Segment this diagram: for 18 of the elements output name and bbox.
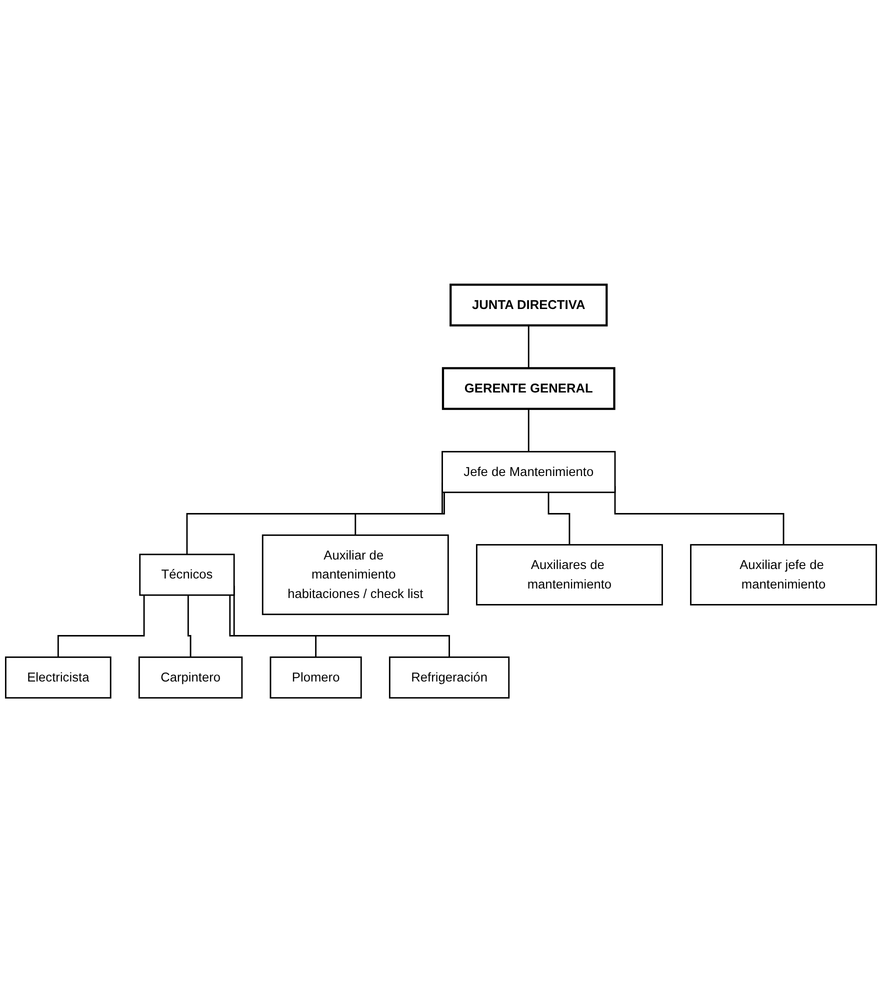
node-box: Electricista bbox=[5, 656, 112, 699]
node-box: JUNTA DIRECTIVA bbox=[450, 284, 608, 327]
node-box: Carpintero bbox=[138, 656, 243, 699]
connector bbox=[229, 595, 317, 658]
node-box: Refrigeración bbox=[388, 656, 510, 699]
node-box: GERENTE GENERAL bbox=[442, 367, 616, 410]
connector bbox=[548, 492, 570, 546]
node-box: Auxiliar de mantenimiento habitaciones / check list bbox=[262, 534, 449, 616]
node-box: Técnicos bbox=[139, 554, 235, 596]
connector bbox=[528, 326, 530, 370]
connector bbox=[354, 492, 445, 536]
node-box: Plomero bbox=[270, 656, 362, 699]
node-box: Auxiliares de mantenimiento bbox=[476, 544, 663, 606]
connector bbox=[187, 595, 192, 658]
connector bbox=[57, 595, 145, 658]
node-box: Jefe de Mantenimiento bbox=[442, 451, 616, 494]
node-box: Auxiliar jefe de mantenimiento bbox=[690, 544, 877, 606]
connector bbox=[528, 409, 530, 453]
